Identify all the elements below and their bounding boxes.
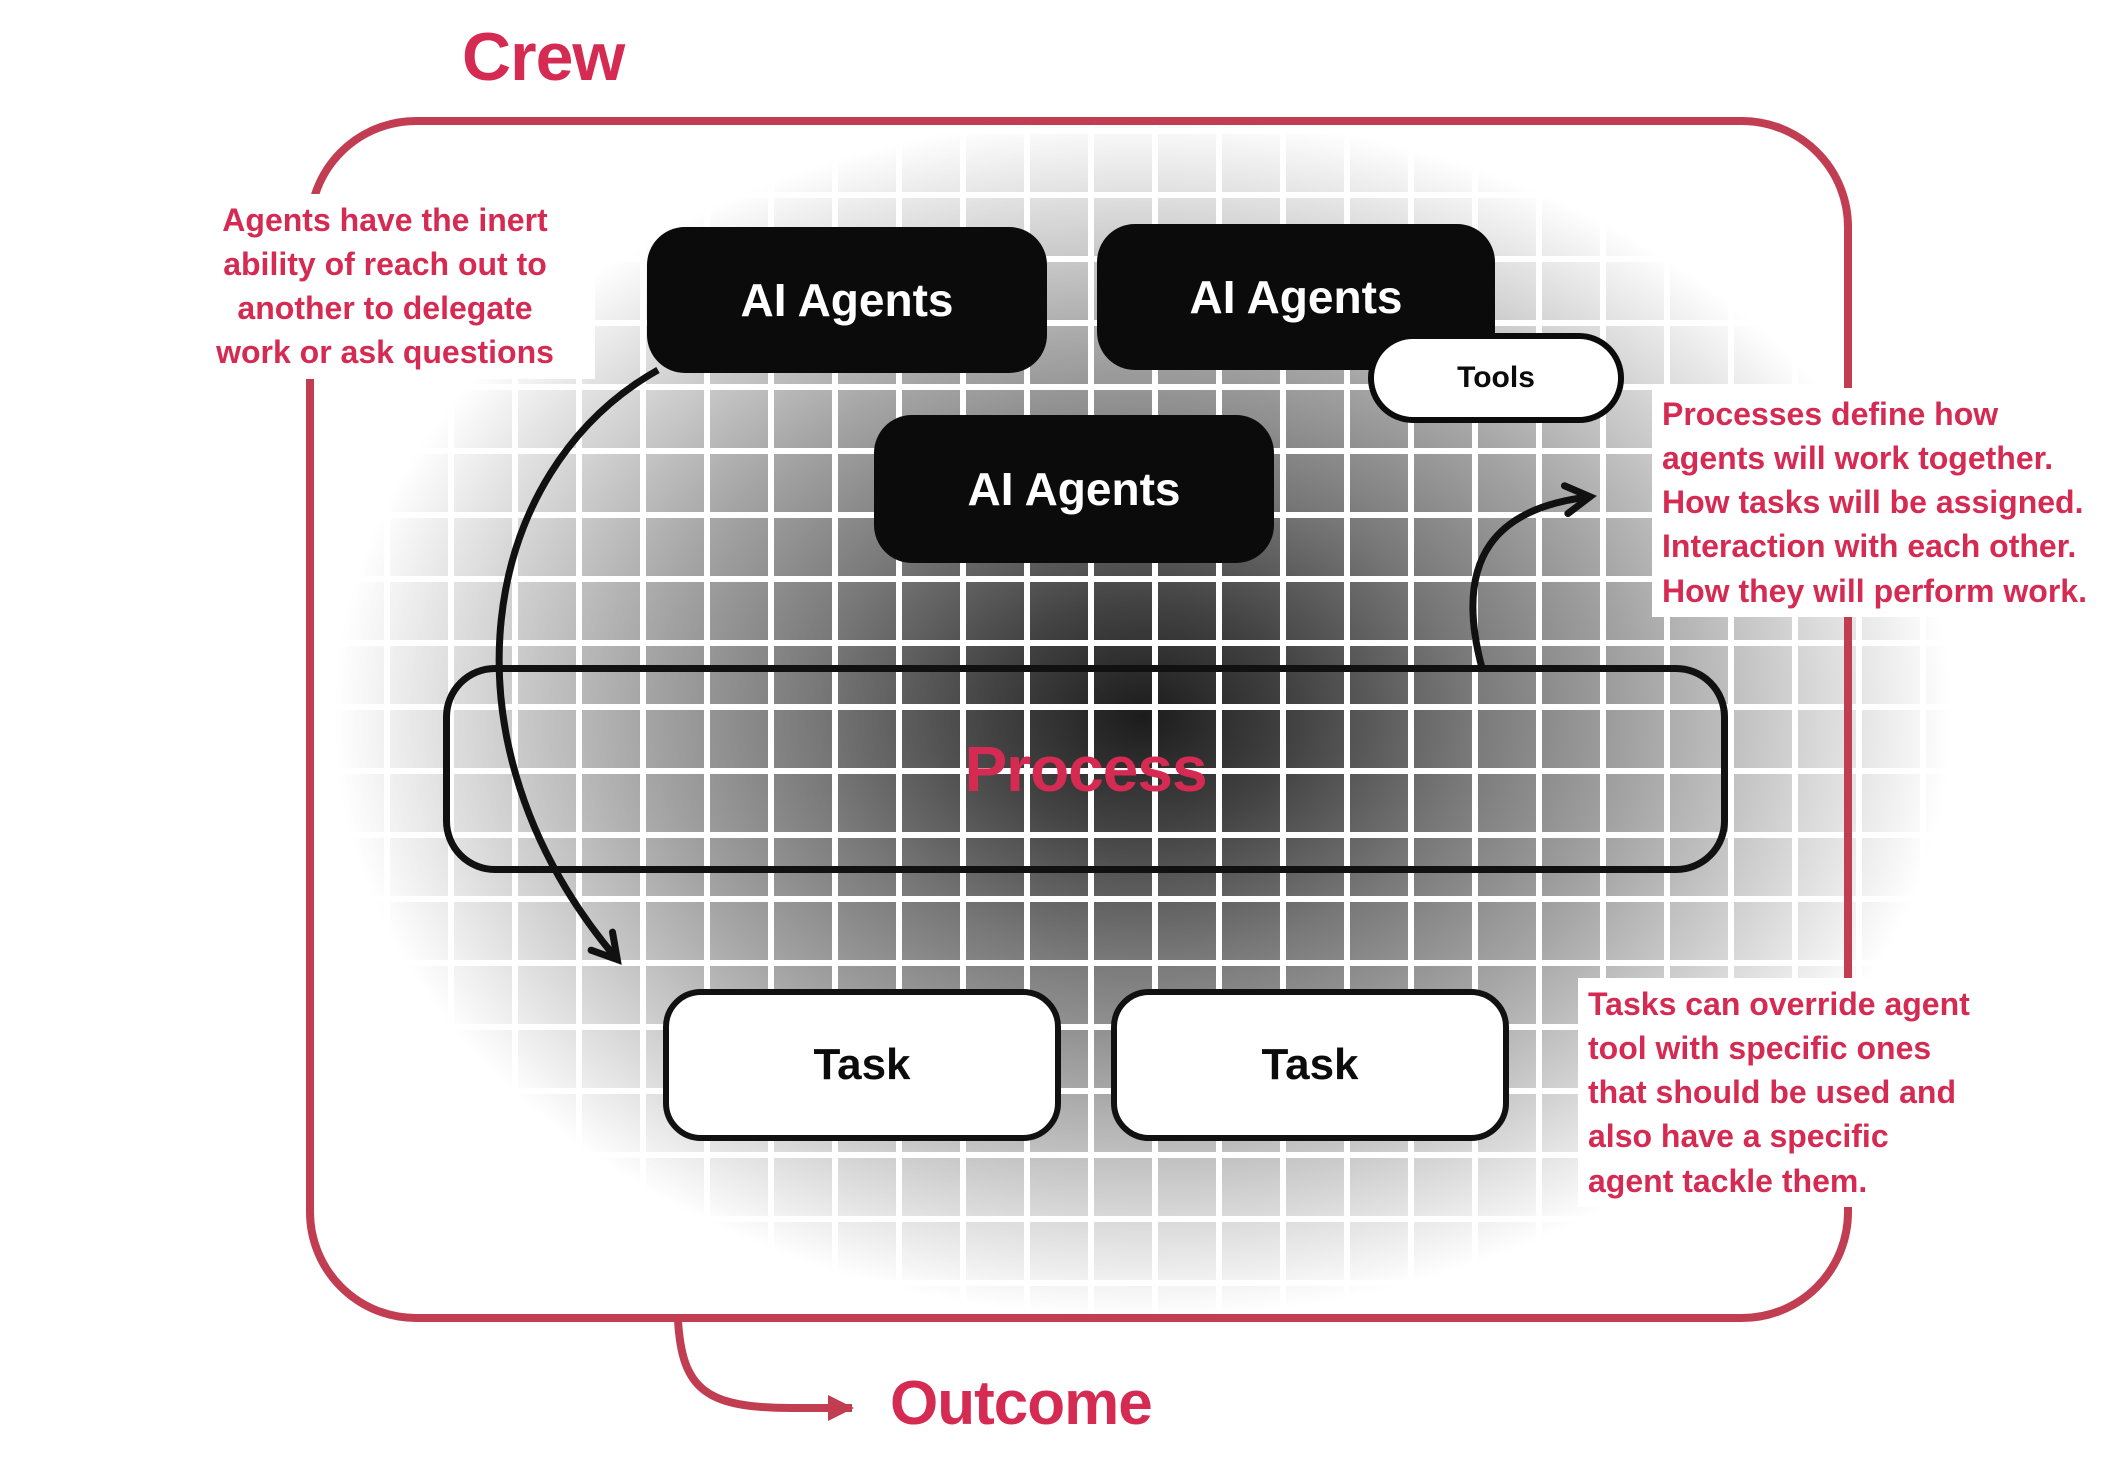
ai-agents-label-2: AI Agents — [1189, 271, 1403, 323]
outcome-label: Outcome — [890, 1369, 1153, 1438]
tools-label: Tools — [1457, 361, 1535, 394]
process-annotation: Processes define how agents will work to… — [1652, 388, 2097, 617]
task-label-1: Task — [813, 1040, 911, 1089]
task-label-2: Task — [1261, 1040, 1359, 1089]
ai-agents-label-3: AI Agents — [967, 463, 1181, 515]
task-box-2: Task — [1111, 989, 1509, 1141]
ai-agents-box-3: AI Agents — [874, 415, 1274, 563]
agents-annotation: Agents have the inert ability of reach o… — [175, 194, 595, 379]
ai-agents-label-1: AI Agents — [740, 274, 954, 326]
crew-title: Crew — [462, 19, 625, 95]
crew-container-outline — [306, 117, 1852, 1322]
tools-pill: Tools — [1368, 333, 1624, 423]
tasks-annotation: Tasks can override agent tool with speci… — [1578, 978, 1980, 1207]
process-box: Process — [443, 665, 1728, 873]
ai-agents-box-1: AI Agents — [647, 227, 1047, 373]
task-box-1: Task — [663, 989, 1061, 1141]
process-label: Process — [964, 733, 1207, 805]
